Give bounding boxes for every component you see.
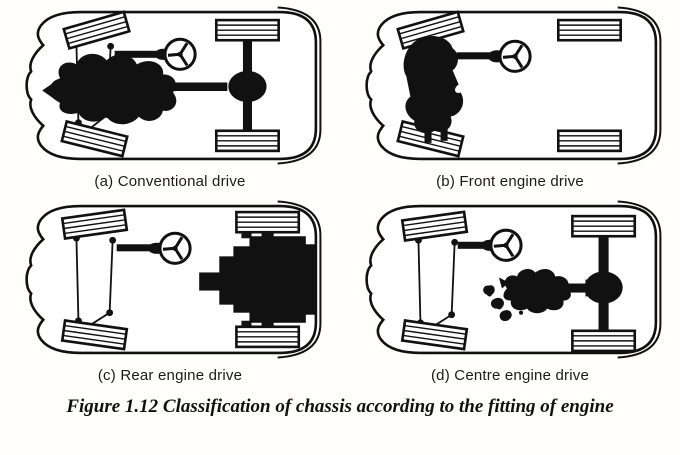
- steering-wheel-icon: [163, 37, 197, 71]
- steering-column: [116, 244, 155, 252]
- rear-wheel: [214, 18, 280, 42]
- panel-centre-engine-drive: (d) Centre engine drive: [353, 198, 667, 384]
- figure-caption: Figure 1.12 Classification of chassis ac…: [66, 396, 614, 417]
- panel-grid: (a) Conventional drive (b) Front engine …: [13, 4, 667, 384]
- rear-wheel: [571, 214, 637, 238]
- panel-label-c: (c) Rear engine drive: [97, 367, 243, 384]
- rear-wheel: [235, 210, 301, 234]
- engine-mount-legs: [424, 124, 448, 143]
- propeller-shaft: [565, 283, 588, 293]
- rear-wheel: [214, 129, 280, 153]
- steering-wheel-icon: [158, 231, 192, 265]
- rear-engine-block: [199, 226, 316, 333]
- steering-wheel-icon: [498, 39, 532, 73]
- rear-engine-drive-diagram: [25, 200, 322, 359]
- centre-engine-drive-diagram: [365, 200, 662, 359]
- engine-silhouette: [49, 53, 177, 125]
- mid-engine-silhouette: [483, 268, 571, 322]
- steering-column: [457, 241, 490, 249]
- panel-label-b: (b) Front engine drive: [436, 173, 584, 190]
- conventional-drive-diagram: [25, 6, 322, 165]
- panel-label-a: (a) Conventional drive: [94, 173, 246, 190]
- panel-conventional-drive: (a) Conventional drive: [13, 4, 327, 190]
- propeller-shaft: [160, 82, 228, 92]
- panel-front-engine-drive: (b) Front engine drive: [353, 4, 667, 190]
- steering-wheel-icon: [489, 228, 523, 262]
- panel-rear-engine-drive: (c) Rear engine drive: [13, 198, 327, 384]
- front-engine-drive-diagram: [365, 6, 662, 165]
- rear-wheel: [556, 129, 622, 153]
- panel-label-d: (d) Centre engine drive: [430, 367, 589, 384]
- rear-wheel: [235, 325, 301, 349]
- engine-fan-spike: [42, 76, 63, 105]
- rear-wheel: [571, 329, 637, 353]
- steering-column: [114, 50, 161, 58]
- differential: [584, 271, 623, 304]
- rear-wheel: [556, 18, 622, 42]
- transverse-engine-silhouette: [403, 36, 464, 134]
- steering-column: [456, 52, 497, 60]
- differential: [228, 70, 267, 103]
